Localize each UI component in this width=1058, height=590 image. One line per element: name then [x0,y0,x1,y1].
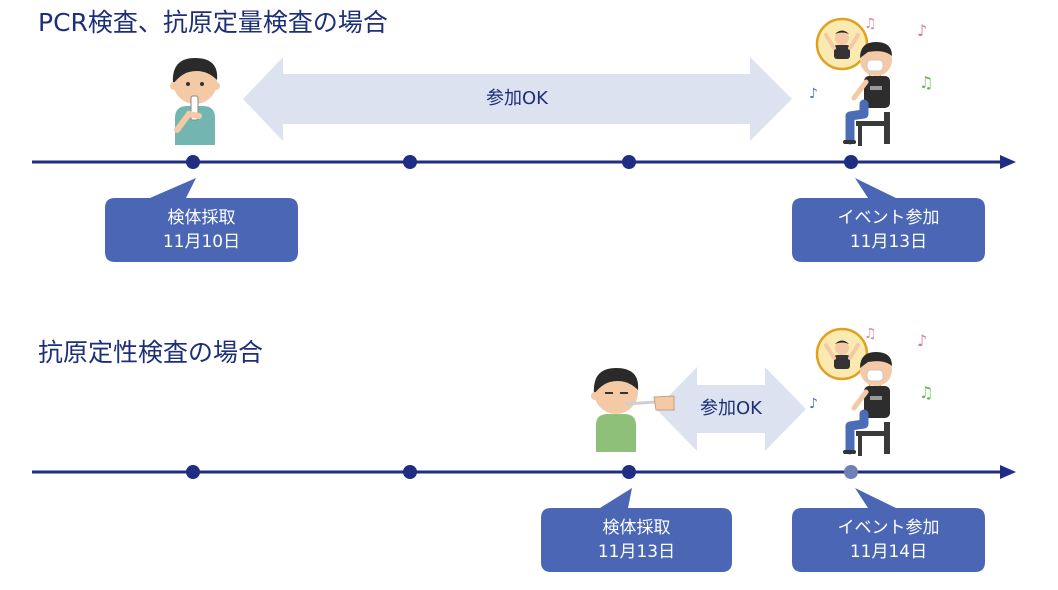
collection-label: 検体採取 [167,208,236,228]
pcr-heading: PCR検査、抗原定量検査の場合 [38,8,388,37]
timeline-node [844,465,858,479]
event-label: イベント参加 [837,208,940,228]
antigen-heading: 抗原定性検査の場合 [38,338,264,367]
pcr-event-text: イベント参加 11月13日 [792,206,985,254]
event-date: 11月13日 [849,232,928,252]
timeline-node [186,155,200,169]
collection-date: 11月13日 [597,542,676,562]
antigen-range-label: 参加OK [700,398,762,419]
event-date: 11月14日 [849,542,928,562]
timeline-node [403,155,417,169]
timeline-node [186,465,200,479]
collection-date: 11月10日 [162,232,241,252]
timeline-arrowhead [1000,465,1016,479]
antigen-ok-range-arrow [656,367,806,451]
timeline-node [403,465,417,479]
antigen-event-callout [792,488,985,572]
person-at-concert-icon [809,326,933,456]
timeline-node [622,465,636,479]
antigen-timeline [32,465,1016,479]
person-nasal-swab-icon [591,368,675,452]
timeline-node [622,155,636,169]
pcr-collection-callout [105,178,298,262]
pcr-collection-text: 検体採取 11月10日 [105,206,298,254]
collection-label: 検体採取 [602,518,671,538]
person-saliva-sample-icon [170,58,220,145]
timeline-arrowhead [1000,155,1016,169]
antigen-event-text: イベント参加 11月14日 [792,516,985,564]
pcr-range-label: 参加OK [486,88,548,109]
antigen-collection-callout [541,488,732,572]
timeline-node [844,155,858,169]
antigen-collection-text: 検体採取 11月13日 [541,516,732,564]
pcr-ok-range-arrow [243,57,792,141]
event-label: イベント参加 [837,518,940,538]
pcr-event-callout [792,178,985,262]
person-at-concert-icon [809,16,933,146]
pcr-timeline [32,155,1016,169]
